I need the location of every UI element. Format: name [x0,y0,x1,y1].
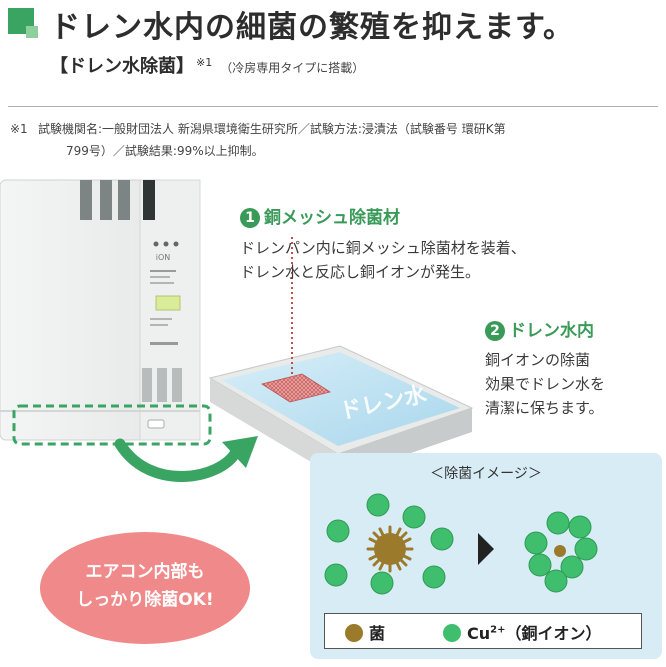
point1-title: 銅メッシュ除菌材 [264,208,400,228]
germ-icon [345,624,363,642]
drain-tray: ドレン水 [208,345,474,478]
legend-copper-ion: Cu2+（銅イオン） [443,620,602,644]
number-one-icon: 1 [240,208,260,228]
copper-ion-icon [443,624,461,642]
legend-ion-suffix: （銅イオン） [505,624,602,643]
point2-line2: 効果でドレン水を [485,375,606,393]
bubble-line2: しっかり除菌OK! [76,590,214,610]
drain-illustration: iON ドレン水 [0,179,474,482]
legend-ion-prefix: Cu [467,624,491,643]
footnote: ※1 試験機関名:一般財団法人 新潟県環境衛生研究所／試験方法:浸漬法（試験番号 … [10,118,506,162]
callout-bubble: エアコン内部も しっかり除菌OK! [40,532,250,644]
divider [8,106,658,107]
subtitle-note: （冷房専用タイプに搭載） [220,61,365,75]
air-conditioner-unit: iON [0,179,201,441]
footnote-mark: ※1 [10,122,28,136]
point2-title: ドレン水内 [509,321,594,341]
curved-arrow [114,438,242,482]
legend-ion-sup: 2+ [490,624,506,636]
point1-body: ドレンパン内に銅メッシュ除菌材を装着、 ドレン水と反応し銅イオンが発生。 [240,236,526,284]
subtitle-row: 【ドレン水除菌】※1 （冷房専用タイプに搭載） [50,52,364,78]
copper-ions-before [324,493,454,595]
legend-germ-label: 菌 [369,624,386,643]
copper-ions-after [524,511,598,593]
germ-after-icon [554,545,566,557]
footnote-line2: 799号）／試験結果:99%以上抑制。 [66,144,264,158]
subtitle: 【ドレン水除菌】 [50,56,194,77]
point2-line3: 清潔に保ちます。 [485,399,604,417]
title-square-icon [8,8,38,38]
ion-brand-label: iON [156,253,171,262]
point2-line1: 銅イオンの除菌 [485,351,591,369]
point2-body: 銅イオンの除菌 効果でドレン水を 清潔に保ちます。 [485,348,605,420]
germ-removal-panel: ＜除菌イメージ＞ [310,453,662,659]
subtitle-footnote-mark: ※1 [196,55,213,69]
number-two-icon: 2 [485,321,505,341]
germ-removal-diagram [324,493,598,595]
footnote-line1: 試験機関名:一般財団法人 新潟県環境衛生研究所／試験方法:浸漬法（試験番号 環研… [38,122,506,136]
germ-before-icon [366,525,414,573]
panel-title: ＜除菌イメージ＞ [430,466,542,482]
bubble-line1: エアコン内部も [85,562,205,582]
point1-line1: ドレンパン内に銅メッシュ除菌材を装着、 [240,239,526,257]
transition-arrow-icon [478,533,494,565]
drain-pan-highlight [12,404,212,446]
legend: 菌 Cu2+（銅イオン） [324,613,642,649]
point1-line2: ドレン水と反応し銅イオンが発生。 [240,263,481,281]
page-title: ドレン水内の細菌の繁殖を抑えます。 [50,10,574,45]
legend-germ: 菌 [345,620,385,644]
